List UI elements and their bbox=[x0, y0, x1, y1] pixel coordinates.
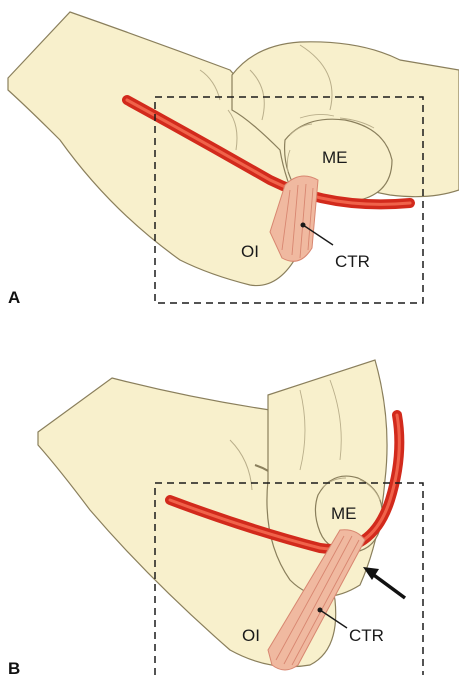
panel-a-letter: A bbox=[8, 288, 20, 307]
panel-a-label-ctr: CTR bbox=[335, 252, 370, 271]
panel-b-label-oi: OI bbox=[242, 626, 260, 645]
panel-b-label-ctr: CTR bbox=[349, 626, 384, 645]
panel-b-compression-arrow bbox=[371, 573, 405, 598]
panel-a: ME OI CTR A bbox=[8, 12, 459, 307]
panel-b-letter: B bbox=[8, 659, 20, 675]
panel-a-label-me: ME bbox=[322, 148, 348, 167]
panel-a-label-oi: OI bbox=[241, 242, 259, 261]
panel-b: ME OI CTR B bbox=[8, 360, 423, 675]
panel-b-label-me: ME bbox=[331, 504, 357, 523]
